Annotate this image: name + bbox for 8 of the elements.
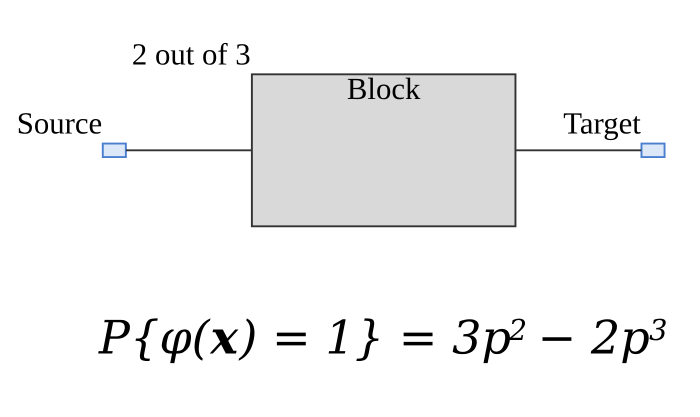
node-label: Source — [16, 106, 102, 140]
node-label: Target — [563, 106, 641, 140]
node-box — [640, 142, 666, 158]
node-box: Block — [250, 72, 516, 227]
connector — [126, 148, 252, 151]
connector — [516, 148, 642, 151]
node-label: 2 out of 3 — [132, 36, 251, 71]
node-box — [102, 142, 127, 158]
